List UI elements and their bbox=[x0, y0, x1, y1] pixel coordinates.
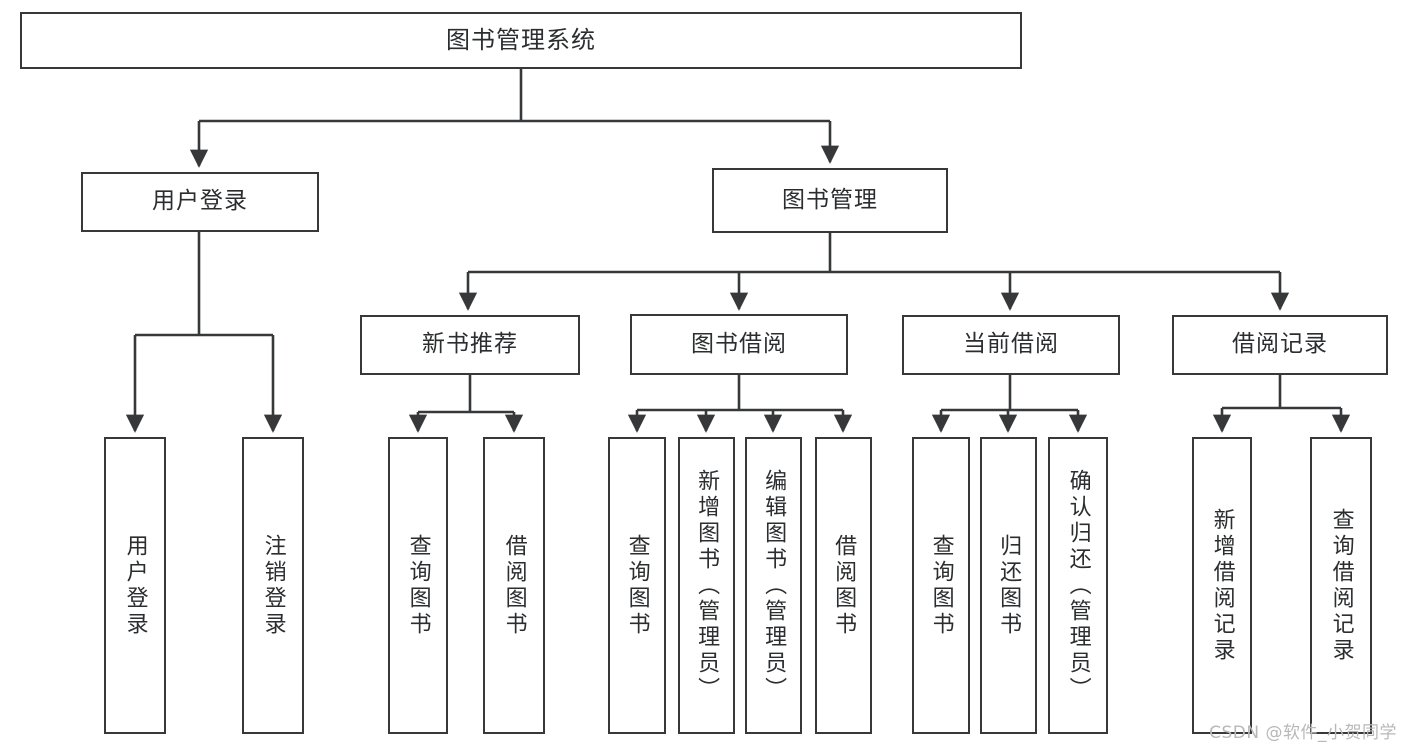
node-book-borrow[interactable]: 图书借阅 bbox=[630, 314, 848, 375]
leaf-edit-book-admin-label: 编辑图书（管理员） bbox=[761, 468, 787, 703]
leaf-return-book[interactable]: 归还图书 bbox=[980, 437, 1037, 734]
leaf-query-book-current-label: 查询图书 bbox=[928, 533, 954, 638]
leaf-add-book-admin-label: 新增图书（管理员） bbox=[694, 468, 720, 703]
node-new-book-recommend-label: 新书推荐 bbox=[422, 331, 518, 358]
node-borrow-record-label: 借阅记录 bbox=[1232, 331, 1328, 358]
leaf-add-borrow-record[interactable]: 新增借阅记录 bbox=[1192, 437, 1252, 734]
leaf-edit-book-admin[interactable]: 编辑图书（管理员） bbox=[745, 437, 802, 734]
node-book-borrow-label: 图书借阅 bbox=[691, 330, 787, 357]
node-new-book-recommend[interactable]: 新书推荐 bbox=[360, 315, 580, 375]
leaf-query-borrow-record-label: 查询借阅记录 bbox=[1328, 507, 1354, 664]
leaf-lend-book[interactable]: 借阅图书 bbox=[815, 437, 872, 734]
leaf-query-book-borrow-label: 查询图书 bbox=[624, 533, 650, 638]
leaf-borrow-book-recommend-label: 借阅图书 bbox=[501, 533, 527, 638]
leaf-logout-label: 注销登录 bbox=[260, 533, 286, 638]
leaf-query-book-recommend-label: 查询图书 bbox=[405, 533, 431, 638]
leaf-add-borrow-record-label: 新增借阅记录 bbox=[1209, 507, 1235, 664]
leaf-query-book-borrow[interactable]: 查询图书 bbox=[608, 437, 666, 734]
leaf-add-book-admin[interactable]: 新增图书（管理员） bbox=[678, 437, 735, 734]
leaf-logout[interactable]: 注销登录 bbox=[242, 437, 304, 734]
watermark-text: CSDN @软件_小贺同学 bbox=[1209, 723, 1397, 743]
leaf-query-book-current[interactable]: 查询图书 bbox=[912, 437, 970, 734]
node-user-login-label: 用户登录 bbox=[152, 188, 248, 215]
node-current-borrow[interactable]: 当前借阅 bbox=[902, 315, 1120, 375]
leaf-query-borrow-record[interactable]: 查询借阅记录 bbox=[1310, 437, 1372, 734]
node-book-management-label: 图书管理 bbox=[782, 186, 878, 213]
leaf-user-login[interactable]: 用户登录 bbox=[104, 437, 166, 734]
node-root-label: 图书管理系统 bbox=[446, 26, 596, 55]
node-root[interactable]: 图书管理系统 bbox=[20, 12, 1022, 69]
node-book-management[interactable]: 图书管理 bbox=[712, 168, 948, 233]
leaf-query-book-recommend[interactable]: 查询图书 bbox=[388, 437, 448, 734]
node-borrow-record[interactable]: 借阅记录 bbox=[1172, 315, 1388, 375]
node-user-login[interactable]: 用户登录 bbox=[81, 172, 319, 232]
leaf-borrow-book-recommend[interactable]: 借阅图书 bbox=[483, 437, 545, 734]
node-current-borrow-label: 当前借阅 bbox=[963, 331, 1059, 358]
leaf-return-book-label: 归还图书 bbox=[996, 533, 1022, 638]
leaf-confirm-return-admin[interactable]: 确认归还（管理员） bbox=[1048, 437, 1108, 734]
leaf-confirm-return-admin-label: 确认归还（管理员） bbox=[1065, 468, 1091, 703]
leaf-user-login-label: 用户登录 bbox=[122, 533, 148, 638]
leaf-lend-book-label: 借阅图书 bbox=[831, 533, 857, 638]
